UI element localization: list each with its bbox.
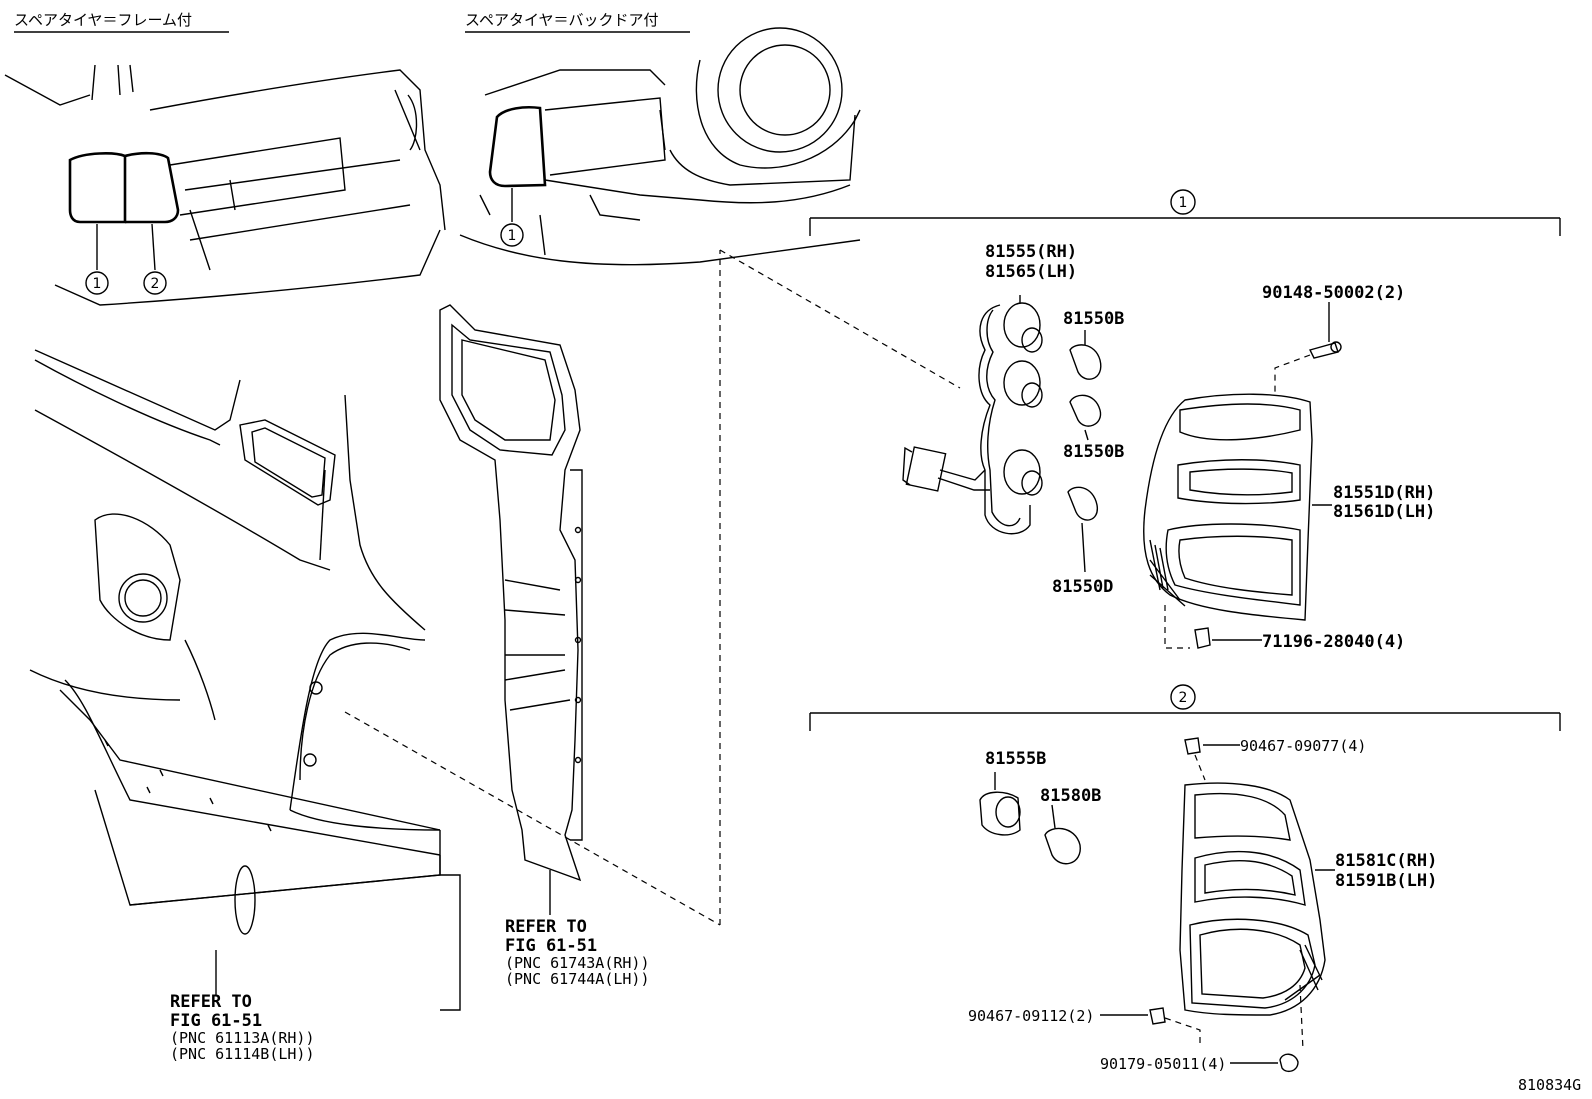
callout-circle: [500, 223, 524, 247]
callout-number: 1: [1179, 195, 1188, 211]
refer-pnc: (PNC 61744A(LH)): [505, 970, 650, 988]
bulb-81550b-top: [1069, 330, 1102, 380]
quarter-panel-view: [29, 349, 461, 1011]
label-81551d-rh: 81551D(RH): [1333, 483, 1435, 503]
vehicle-rear-backdoor-view: [459, 27, 861, 266]
refer-label: REFER TO: [505, 917, 587, 937]
tail-lamp-81581c: [1179, 782, 1335, 1016]
callout-circle: [143, 271, 167, 295]
refer-label: FIG 61-51: [170, 1011, 262, 1031]
label-81561d-lh: 81561D(LH): [1333, 502, 1435, 522]
leader-dashed: [344, 711, 721, 926]
label-81550b: 81550B: [1063, 442, 1124, 462]
socket-81555b: [979, 772, 1021, 836]
label-90148-50002: 90148-50002(2): [1262, 283, 1405, 303]
callout-number: 1: [508, 228, 517, 244]
screw-90148: [1274, 302, 1342, 395]
callout-number: 1: [93, 276, 102, 292]
callout-circle: [1170, 189, 1196, 215]
clip-90467-09077: [1184, 737, 1240, 781]
label-81581c-rh: 81581C(RH): [1335, 851, 1437, 871]
tail-lamp-81551d: [1143, 393, 1332, 621]
group-2-bracket: [809, 684, 1561, 731]
callout-circle: [85, 271, 109, 295]
label-81550b: 81550B: [1063, 309, 1124, 329]
bulb-81580b: [1044, 804, 1081, 865]
callout-number: 2: [151, 276, 160, 292]
header-backdoor-mounted: スペアタイヤ＝バックドア付: [465, 11, 659, 29]
bulb-81550d: [1067, 486, 1098, 573]
label-90467-09112: 90467-09112(2): [968, 1007, 1094, 1025]
label-81580b: 81580B: [1040, 786, 1101, 806]
bulb-81550b-mid: [1069, 394, 1102, 441]
vehicle-rear-frame-view: [4, 64, 446, 306]
callout-circle: [1170, 684, 1196, 710]
clip-90467-09112: [1100, 1007, 1201, 1045]
label-81550d: 81550D: [1052, 577, 1113, 597]
label-81555-rh: 81555(RH): [985, 242, 1077, 262]
label-90467-09077: 90467-09077(4): [1240, 737, 1366, 755]
nut-90179: [1230, 984, 1304, 1073]
callout-number: 2: [1179, 690, 1188, 706]
label-81565-lh: 81565(LH): [985, 262, 1077, 282]
refer-pnc: (PNC 61743A(RH)): [505, 954, 650, 972]
group-1-bracket: [809, 189, 1561, 236]
refer-pnc: (PNC 61114B(LH)): [170, 1045, 315, 1063]
label-71196-28040: 71196-28040(4): [1262, 632, 1405, 652]
label-90179-05011: 90179-05011(4): [1100, 1055, 1226, 1073]
refer-label: REFER TO: [170, 992, 252, 1012]
lamp-cavity-panel: [439, 304, 583, 915]
label-81591b-lh: 81591B(LH): [1335, 871, 1437, 891]
leader-dashed: [719, 249, 961, 389]
figure-id: 810834G: [1518, 1076, 1581, 1094]
refer-pnc: (PNC 61113A(RH)): [170, 1029, 315, 1047]
clip-71196: [1164, 605, 1262, 649]
label-81555b: 81555B: [985, 749, 1046, 769]
refer-label: FIG 61-51: [505, 936, 597, 956]
socket-wire-harness: [902, 295, 1043, 535]
header-frame-mounted: スペアタイヤ＝フレーム付: [14, 11, 192, 29]
